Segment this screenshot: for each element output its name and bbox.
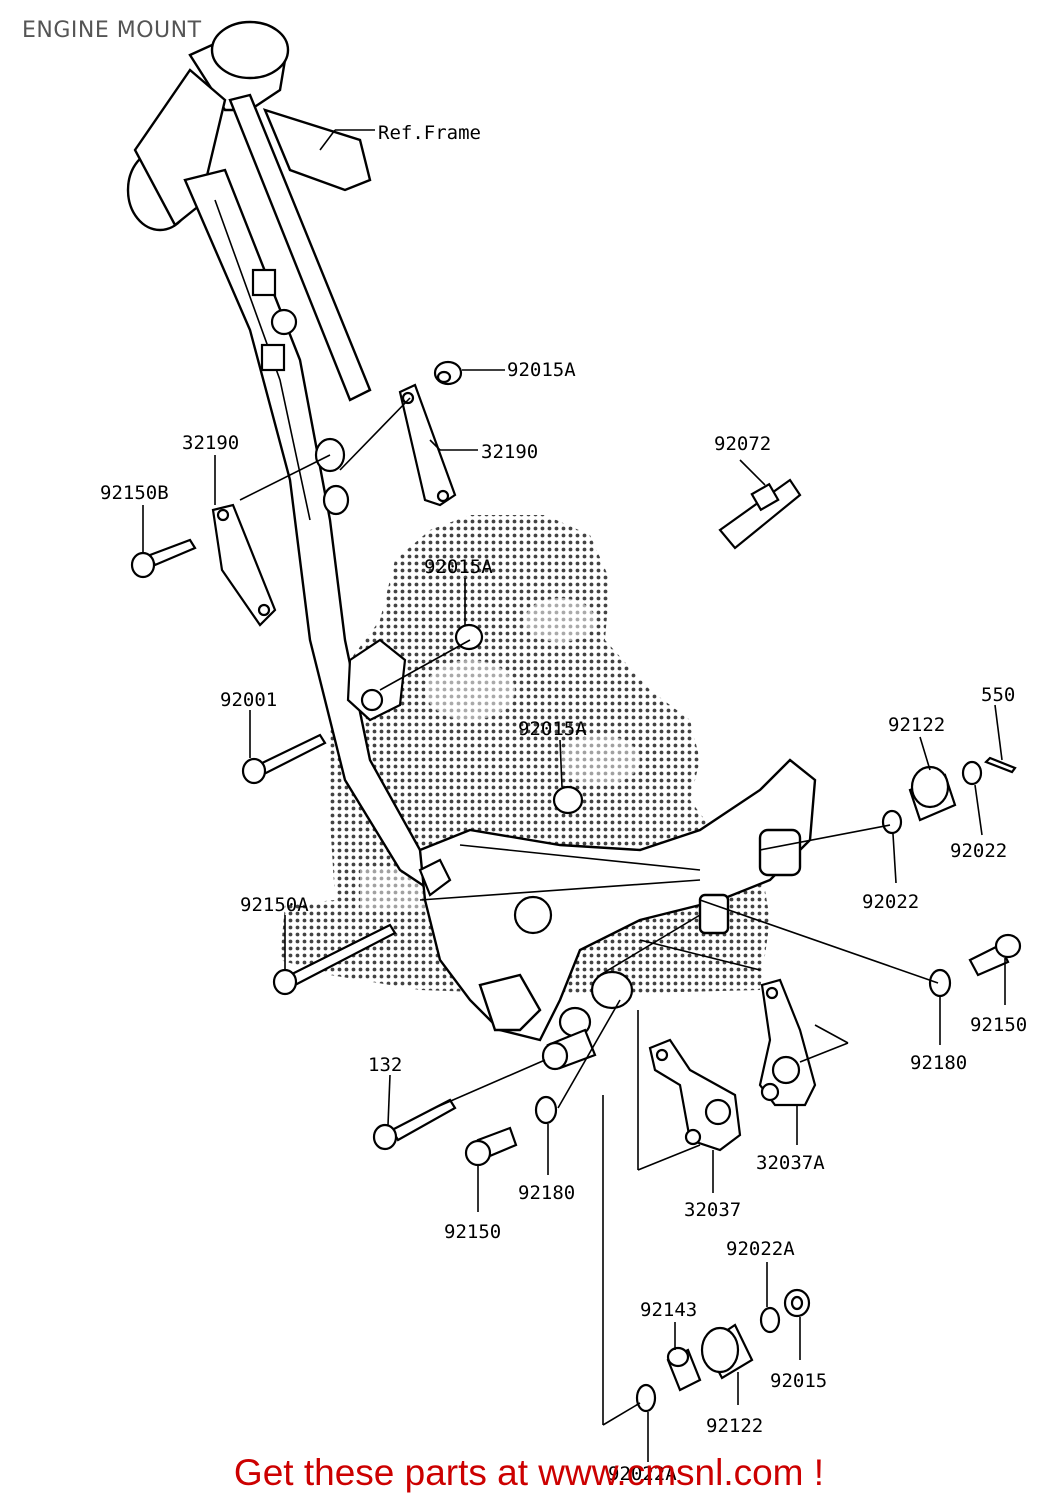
label-92022A-top: 92022A: [726, 1238, 795, 1260]
label-92180-right: 92180: [910, 1052, 967, 1074]
label-92122-low: 92122: [706, 1415, 763, 1437]
label-92015A-mid: 92015A: [424, 556, 493, 578]
label-92015-low: 92015: [770, 1370, 827, 1392]
label-92122-right: 92122: [888, 714, 945, 736]
label-132: 132: [368, 1054, 402, 1076]
label-92072: 92072: [714, 433, 771, 455]
label-92180-low: 92180: [518, 1182, 575, 1204]
label-92022-right: 92022: [950, 840, 1007, 862]
label-92015A-low: 92015A: [518, 718, 587, 740]
label-92150-low: 92150: [444, 1221, 501, 1243]
label-92015A-top: 92015A: [507, 359, 576, 381]
label-550: 550: [981, 684, 1015, 706]
label-ref-frame: Ref.Frame: [378, 122, 481, 144]
page-title: ENGINE MOUNT: [22, 18, 202, 43]
frame: [126, 20, 817, 1042]
label-92150B: 92150B: [100, 482, 169, 504]
leader-lines: [142, 129, 1006, 1462]
label-32190-right: 32190: [481, 441, 538, 463]
label-92150-right: 92150: [970, 1014, 1027, 1036]
label-92150A: 92150A: [240, 894, 309, 916]
footer-banner-link[interactable]: Get these parts at www.cmsnl.com !: [233, 1452, 825, 1493]
label-92001: 92001: [220, 689, 277, 711]
label-32037: 32037: [684, 1199, 741, 1221]
label-92022A-bottom: 92022A: [608, 1463, 677, 1485]
label-92022-inner: 92022: [862, 891, 919, 913]
label-92143: 92143: [640, 1299, 697, 1321]
part-labels: Ref.Frame 92015A 32190 32190 92150B 9207…: [100, 122, 1027, 1485]
label-32037A: 32037A: [756, 1152, 825, 1174]
parts: [130, 360, 1022, 1413]
nut-92015A-top: [433, 360, 463, 386]
label-32190-left: 32190: [182, 432, 239, 454]
